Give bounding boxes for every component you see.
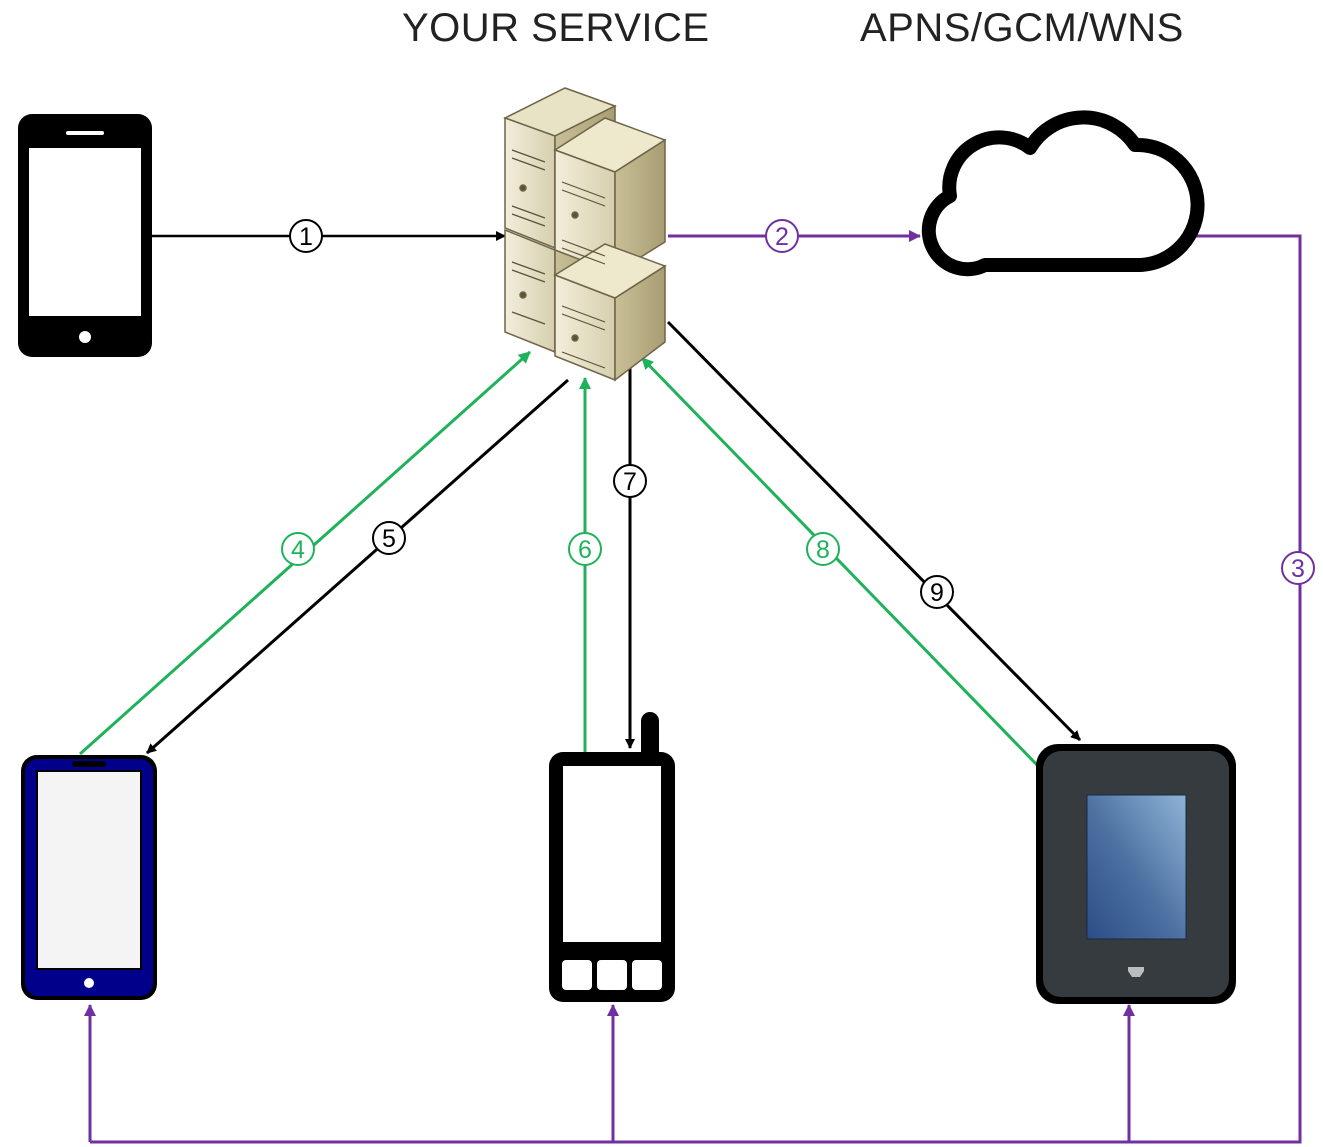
step-badge-3: 3 (1281, 551, 1315, 585)
connector-lines (79, 230, 1302, 1144)
feature-phone-icon (549, 712, 675, 1002)
smartphone-icon (21, 755, 157, 1000)
step-badge-6: 6 (568, 532, 602, 566)
step-badge-8: 8 (806, 532, 840, 566)
tablet-icon (1036, 744, 1236, 1004)
arrow-step-3-trunk (90, 234, 1302, 1144)
step-badge-9: 9 (920, 575, 954, 609)
svg-text:1: 1 (299, 223, 313, 251)
step-badges: 1 2 3 4 5 6 7 8 (281, 219, 1315, 609)
svg-text:4: 4 (291, 536, 305, 564)
svg-text:5: 5 (382, 525, 396, 553)
step-badge-5: 5 (372, 521, 406, 555)
svg-text:3: 3 (1291, 555, 1305, 583)
step-badge-1: 1 (289, 219, 323, 253)
svg-text:6: 6 (578, 536, 592, 564)
svg-text:2: 2 (775, 223, 789, 251)
svg-text:9: 9 (930, 579, 944, 607)
your-service-title: YOUR SERVICE (402, 6, 710, 50)
cloud-icon (921, 110, 1205, 277)
push-service-title: APNS/GCM/WNS (860, 6, 1184, 50)
step-badge-4: 4 (281, 532, 315, 566)
step-badge-7: 7 (613, 464, 647, 498)
smartphone-icon (18, 114, 152, 357)
arrow-step-5 (146, 378, 569, 755)
svg-text:8: 8 (816, 536, 830, 564)
step-badge-2: 2 (765, 219, 799, 253)
server-rack-icon (503, 87, 667, 382)
arrow-step-9 (666, 320, 1082, 742)
arrow-step-8 (640, 356, 1042, 770)
svg-text:7: 7 (623, 468, 637, 496)
